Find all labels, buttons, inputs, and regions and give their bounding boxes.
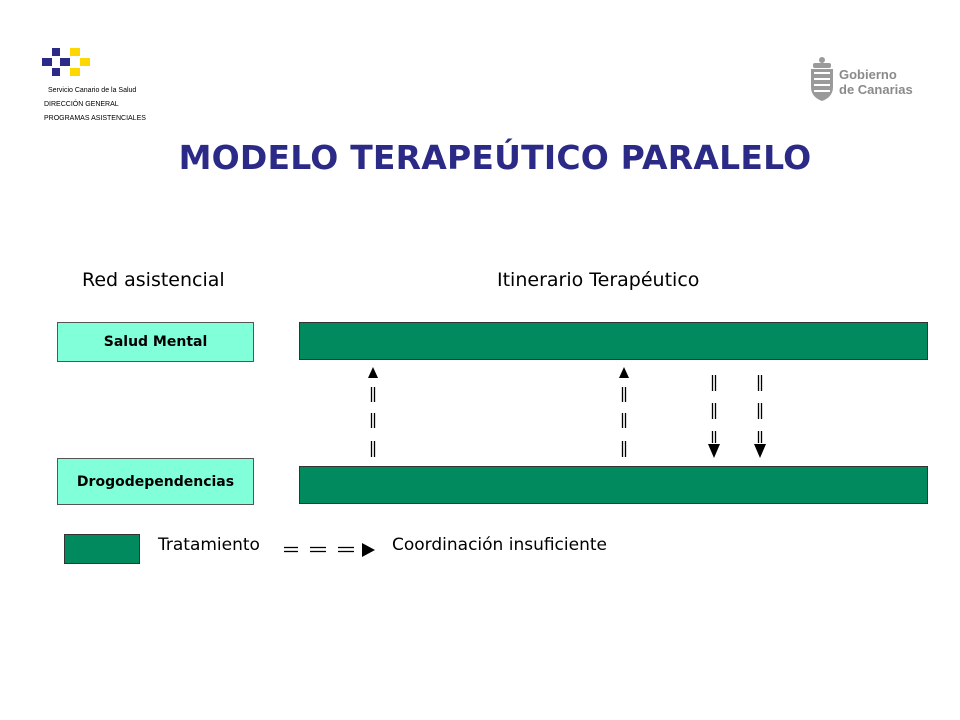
coordination-arrows bbox=[368, 367, 766, 458]
up-arrow-1 bbox=[368, 367, 378, 457]
row-label-drogodependencias: Drogodependencias bbox=[57, 458, 254, 505]
org-direction: DIRECCIÓN GENERAL bbox=[44, 101, 119, 108]
row-label-salud-mental: Salud Mental bbox=[57, 322, 254, 362]
down-arrow-2 bbox=[754, 375, 766, 458]
legend-dashed-arrow-icon bbox=[284, 543, 375, 557]
legend-treatment-label: Tratamiento bbox=[158, 535, 260, 555]
legend-treatment-swatch bbox=[64, 534, 140, 564]
org-name: Servicio Canario de la Salud bbox=[48, 87, 137, 94]
gobierno-canarias-logo: Gobierno de Canarias bbox=[811, 57, 913, 101]
gov-logo-line2: de Canarias bbox=[839, 82, 913, 97]
column-header-itinerario: Itinerario Terapéutico bbox=[497, 269, 700, 291]
legend-coordination-label: Coordinación insuficiente bbox=[392, 535, 607, 555]
coat-of-arms-icon bbox=[811, 57, 833, 101]
treatment-bar-drogodependencias bbox=[299, 466, 928, 504]
gov-logo-line1: Gobierno bbox=[839, 67, 897, 82]
up-arrow-2 bbox=[619, 367, 629, 457]
treatment-bar-salud-mental bbox=[299, 322, 928, 360]
page-title: MODELO TERAPEÚTICO PARALELO bbox=[178, 138, 812, 177]
column-header-red-asistencial: Red asistencial bbox=[82, 269, 225, 291]
down-arrow-1 bbox=[708, 375, 720, 458]
scs-logo bbox=[42, 48, 90, 76]
org-programs: PROGRAMAS ASISTENCIALES bbox=[44, 115, 146, 122]
